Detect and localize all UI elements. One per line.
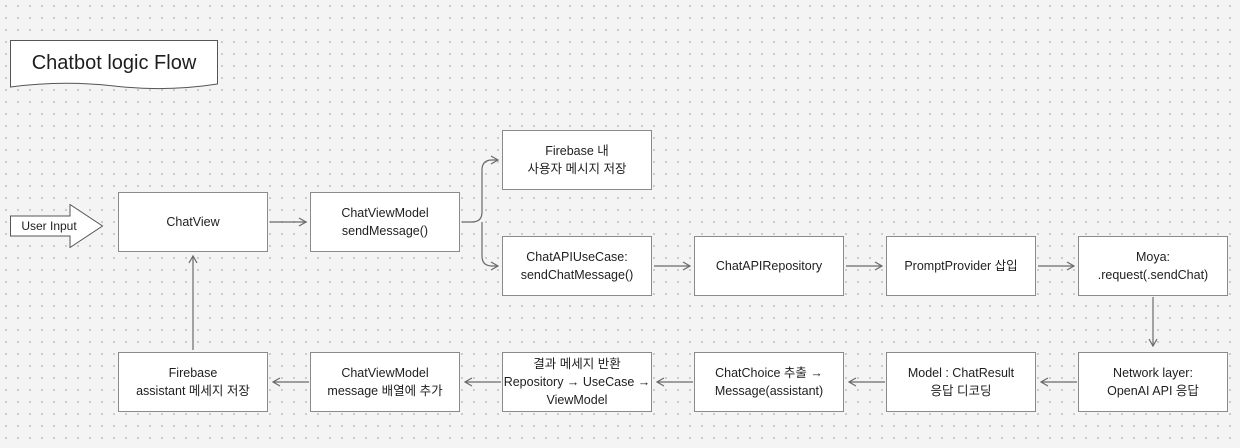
node-firebase-assistant-save: Firebase assistant 메세지 저장	[118, 352, 268, 412]
node-firebase-user-save: Firebase 내 사용자 메시지 저장	[502, 130, 652, 190]
title-document-shape	[10, 40, 218, 90]
diagram-title: Chatbot logic Flow	[31, 51, 197, 74]
node-result-return: 결과 메세지 반환 Repository → UseCase → ViewMod…	[502, 352, 652, 412]
node-prompt-provider: PromptProvider 삽입	[886, 236, 1036, 296]
node-chat-view-model-append: ChatViewModel message 배열에 추가	[310, 352, 460, 412]
arrow-viewmodel-to-usecase	[481, 222, 500, 271]
node-chat-api-repository: ChatAPIRepository	[694, 236, 844, 296]
node-moya-request: Moya: .request(.sendChat)	[1078, 236, 1228, 296]
arrow-viewmodel-to-firebase	[462, 155, 500, 223]
node-chat-view: ChatView	[118, 192, 268, 252]
node-chat-view-model-send: ChatViewModel sendMessage()	[310, 192, 460, 252]
node-chat-api-use-case: ChatAPIUseCase: sendChatMessage()	[502, 236, 652, 296]
user-input-label: User Input	[21, 219, 77, 233]
node-network-layer: Network layer: OpenAI API 응답	[1078, 352, 1228, 412]
node-chat-choice: ChatChoice 추출 → Message(assistant)	[694, 352, 844, 412]
node-model-chat-result: Model : ChatResult 응답 디코딩	[886, 352, 1036, 412]
user-input-arrow-shape	[10, 204, 104, 248]
